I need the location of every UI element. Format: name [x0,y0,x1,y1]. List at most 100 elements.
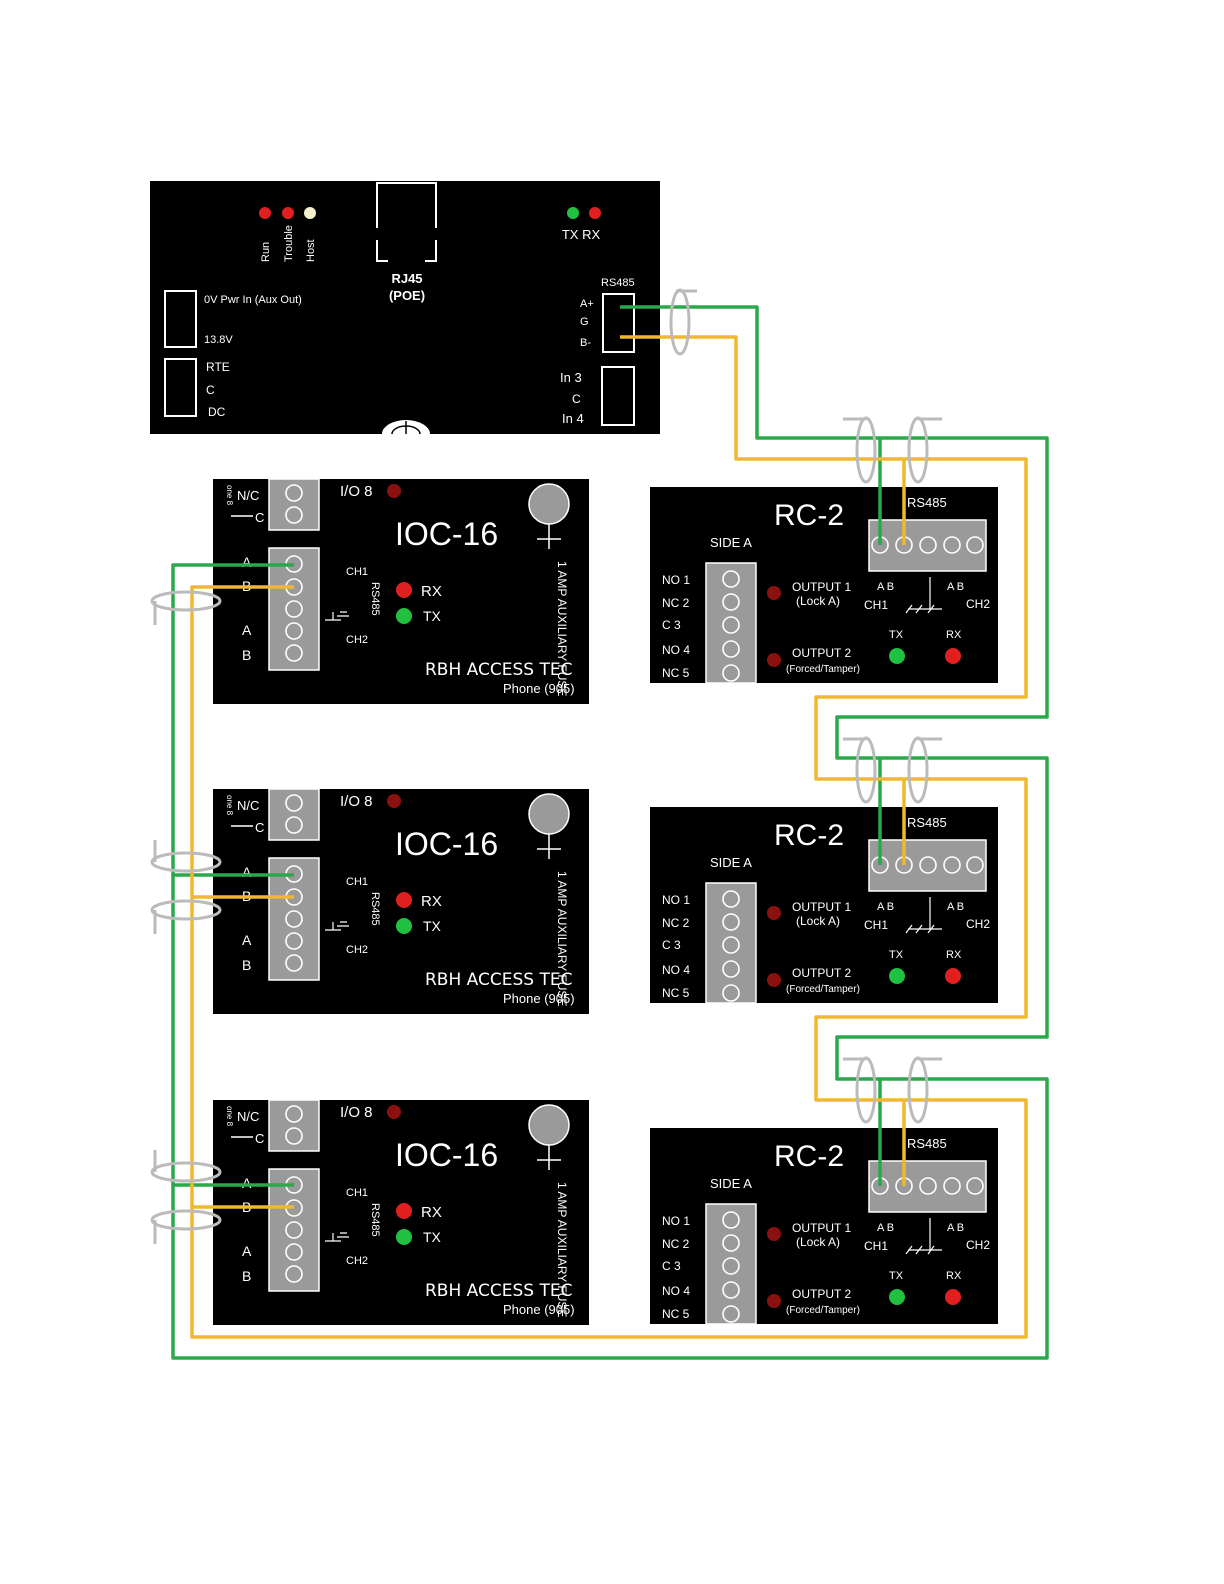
v138-label: 13.8V [204,334,233,346]
svg-text:RS485: RS485 [369,892,381,926]
svg-text:OUTPUT 1: OUTPUT 1 [792,900,851,914]
svg-text:SIDE A: SIDE A [710,855,752,870]
trouble-led [282,207,294,219]
ioc-16-board-2: one 8 N/C C I/O 8 IOC-16 1 AMP AUXILIARY… [213,788,589,1014]
svg-text:OUTPUT 2: OUTPUT 2 [792,646,851,660]
svg-text:A: A [242,932,252,948]
svg-text:RC-2: RC-2 [774,819,844,852]
svg-text:NO 4: NO 4 [662,1284,690,1298]
svg-text:RX: RX [946,949,962,961]
svg-text:I/O 8: I/O 8 [340,1104,373,1121]
in4-label: In 4 [562,411,584,426]
svg-text:A B: A B [947,581,964,593]
svg-text:CH2: CH2 [966,1238,990,1252]
rs485-label: RS485 [601,277,635,289]
svg-text:TX: TX [423,1229,442,1245]
svg-text:CH1: CH1 [864,918,888,932]
svg-text:CH2: CH2 [346,1255,368,1267]
svg-text:Phone (905): Phone (905) [503,1302,575,1317]
svg-text:NC 5: NC 5 [662,986,690,1000]
svg-text:IOC-16: IOC-16 [395,1137,498,1173]
svg-text:A: A [242,1175,252,1191]
svg-text:RX: RX [421,583,442,600]
svg-text:TX: TX [889,629,904,641]
svg-text:TX: TX [889,1270,904,1282]
svg-text:RBH ACCESS TEC: RBH ACCESS TEC [425,660,572,680]
svg-text:A B: A B [877,901,894,913]
svg-text:C 3: C 3 [662,618,681,632]
svg-text:N/C: N/C [237,488,259,503]
svg-text:CH1: CH1 [864,598,888,612]
rs485-a-label: A+ [580,298,594,310]
in-c-label: C [572,392,581,406]
svg-text:A: A [242,864,252,880]
svg-text:TX: TX [423,918,442,934]
svg-text:one 8: one 8 [225,485,234,506]
run-led [259,207,271,219]
ioc-16-board-1: one 8 N/C C I/O 8 IOC-16 1 AMP AUXILIARY… [213,478,589,704]
svg-text:C: C [255,510,264,525]
svg-text:RS485: RS485 [369,582,381,616]
svg-text:one 8: one 8 [225,1106,234,1127]
rte-c-label: C [206,383,215,397]
svg-text:1 AMP AUXILIARY FUSE: 1 AMP AUXILIARY FUSE [555,1182,569,1317]
svg-text:NO 1: NO 1 [662,1214,690,1228]
svg-text:1 AMP AUXILIARY FUSE: 1 AMP AUXILIARY FUSE [555,561,569,696]
rc-2-board-2: RC-2 RS485 SIDE A NO 1 NC 2 C 3 NO 4 NC … [650,807,998,1004]
svg-text:A B: A B [877,581,894,593]
controller-board: Run Trouble Host RJ45 (POE) TX RX RS485 … [150,181,660,435]
svg-text:NO 1: NO 1 [662,573,690,587]
svg-text:CH1: CH1 [346,876,368,888]
svg-text:RX: RX [946,1270,962,1282]
svg-text:C: C [255,1131,264,1146]
ferrite-rings [150,288,942,1244]
svg-text:RC-2: RC-2 [774,1140,844,1173]
svg-text:CH1: CH1 [864,1239,888,1253]
host-led [304,207,316,219]
rs485-g-label: G [580,316,589,328]
svg-text:one 8: one 8 [225,795,234,816]
svg-text:I/O 8: I/O 8 [340,793,373,810]
svg-text:OUTPUT 1: OUTPUT 1 [792,1221,851,1235]
svg-text:RBH ACCESS TEC: RBH ACCESS TEC [425,1281,572,1301]
yellow-wire [190,335,1028,1339]
run-label: Run [260,242,272,262]
svg-text:RX: RX [421,893,442,910]
trouble-label: Trouble [283,225,295,262]
svg-text:NC 2: NC 2 [662,916,690,930]
svg-text:NC 2: NC 2 [662,596,690,610]
svg-text:CH2: CH2 [346,634,368,646]
svg-text:A B: A B [947,901,964,913]
svg-text:A: A [242,622,252,638]
svg-text:(Forced/Tamper): (Forced/Tamper) [786,664,860,675]
svg-text:SIDE A: SIDE A [710,535,752,550]
svg-text:NC 5: NC 5 [662,666,690,680]
rs485-terminal [602,293,635,353]
rx-led [589,207,601,219]
svg-text:1 AMP AUXILIARY FUSE: 1 AMP AUXILIARY FUSE [555,871,569,1006]
svg-text:A: A [242,554,252,570]
power-terminal [164,290,197,348]
svg-text:Phone (905): Phone (905) [503,681,575,696]
txrx-label: TX RX [562,227,601,242]
svg-text:RC-2: RC-2 [774,499,844,532]
svg-text:TX: TX [423,608,442,624]
svg-text:CH2: CH2 [966,917,990,931]
power-label: 0V Pwr In (Aux Out) [204,294,302,306]
svg-text:SIDE A: SIDE A [710,1176,752,1191]
svg-text:CH2: CH2 [966,597,990,611]
svg-text:(Lock A): (Lock A) [796,594,840,608]
rc-2-board-1: RC-2 RS485 SIDE A NO 1 NC 2 C 3 NO 4 NC … [650,487,998,684]
svg-text:(Forced/Tamper): (Forced/Tamper) [786,1305,860,1316]
svg-text:CH1: CH1 [346,566,368,578]
svg-text:N/C: N/C [237,798,259,813]
in3-label: In 3 [560,370,582,385]
svg-text:A B: A B [877,1222,894,1234]
svg-text:B: B [242,647,251,663]
dc-label: DC [208,405,226,419]
svg-text:IOC-16: IOC-16 [395,516,498,552]
svg-text:Phone (905): Phone (905) [503,991,575,1006]
tx-led [567,207,579,219]
svg-text:RS485: RS485 [369,1203,381,1237]
